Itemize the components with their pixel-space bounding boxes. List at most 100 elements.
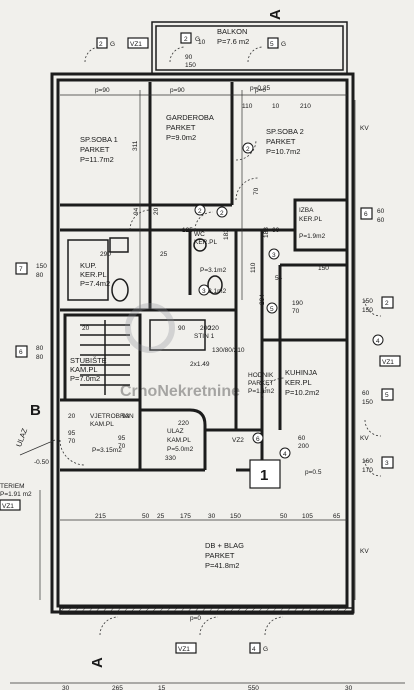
svg-text:SP.SOBA 1: SP.SOBA 1	[80, 135, 118, 144]
svg-text:A: A	[89, 657, 106, 668]
svg-text:P=7.0m2: P=7.0m2	[70, 374, 100, 383]
svg-text:5: 5	[385, 392, 389, 399]
svg-text:KAM.PL: KAM.PL	[167, 437, 191, 444]
svg-text:105: 105	[302, 513, 313, 520]
svg-text:p=0: p=0	[255, 87, 266, 94]
svg-text:80: 80	[36, 272, 44, 279]
svg-text:150: 150	[362, 307, 373, 314]
svg-text:550: 550	[248, 685, 259, 690]
svg-text:2: 2	[246, 146, 250, 153]
svg-text:20: 20	[68, 413, 76, 420]
living-dimension-chain: 215 50 25 175 30 150 50 105 65	[95, 513, 341, 520]
svg-text:150: 150	[230, 513, 241, 520]
svg-text:VZ1: VZ1	[130, 41, 142, 48]
top-dimensions: p=90 p=0 110 10 210 p=0 p=90	[95, 87, 311, 622]
svg-text:SP.SOBA 2: SP.SOBA 2	[266, 127, 304, 136]
svg-text:60: 60	[298, 435, 306, 442]
svg-text:VZ1: VZ1	[2, 503, 14, 510]
svg-text:183: 183	[263, 227, 270, 238]
svg-text:60: 60	[377, 217, 385, 224]
svg-text:1: 1	[260, 467, 268, 484]
svg-text:P=7.6 m2: P=7.6 m2	[217, 37, 249, 46]
svg-text:70: 70	[68, 438, 76, 445]
svg-text:P=41.8m2: P=41.8m2	[205, 561, 239, 570]
svg-text:P=3.15m2: P=3.15m2	[92, 447, 122, 454]
svg-text:5: 5	[270, 306, 274, 313]
svg-text:220: 220	[208, 325, 219, 332]
svg-text:150: 150	[185, 62, 196, 69]
svg-text:234: 234	[259, 294, 266, 305]
svg-text:4: 4	[252, 646, 256, 653]
svg-text:330: 330	[165, 455, 176, 462]
svg-text:KAM.PL: KAM.PL	[70, 365, 98, 374]
svg-text:290: 290	[100, 251, 111, 258]
svg-text:70: 70	[118, 443, 126, 450]
svg-text:20: 20	[82, 325, 90, 332]
svg-text:VZ2: VZ2	[232, 437, 244, 444]
svg-text:2: 2	[99, 41, 103, 48]
section-marker-b: B	[30, 402, 41, 419]
svg-text:P=10.7m2: P=10.7m2	[266, 147, 300, 156]
room-label-wardrobe: GARDEROBA PARKET P=9.0m2	[166, 113, 214, 142]
svg-text:160: 160	[362, 458, 373, 465]
svg-text:VJETROBRAN: VJETROBRAN	[90, 413, 134, 420]
door-code-markers: 2 2 3 2 3 5 4 6 4	[194, 142, 384, 459]
svg-text:50: 50	[280, 513, 288, 520]
svg-text:KUHINJA: KUHINJA	[285, 368, 317, 377]
svg-text:PARKET: PARKET	[248, 380, 274, 387]
svg-text:183: 183	[223, 229, 230, 240]
svg-text:KER.PL: KER.PL	[299, 216, 323, 223]
svg-text:20: 20	[153, 207, 160, 215]
bathroom-fixtures	[67, 237, 223, 302]
svg-text:5: 5	[270, 41, 274, 48]
svg-text:BALKON: BALKON	[217, 27, 247, 36]
balcony-label: BALKON P=7.6 m2 10 90 150 p=0.25 2 G	[180, 27, 270, 92]
svg-text:110: 110	[250, 262, 257, 273]
svg-text:p=90: p=90	[170, 87, 185, 94]
exterior-walls	[50, 21, 355, 615]
svg-text:4: 4	[376, 338, 380, 345]
room-label-bathroom: KUP. KER.PL P=7.4m2	[80, 261, 110, 288]
svg-text:60: 60	[272, 227, 280, 234]
svg-text:25: 25	[160, 251, 168, 258]
svg-text:P=10.2m2: P=10.2m2	[285, 388, 319, 397]
svg-text:90: 90	[185, 54, 193, 61]
svg-text:4: 4	[283, 451, 287, 458]
stair-treads	[80, 320, 130, 395]
svg-text:3: 3	[272, 252, 276, 259]
svg-text:CrnoNekretnine: CrnoNekretnine	[120, 383, 240, 400]
svg-text:93: 93	[122, 413, 130, 420]
svg-text:-0.50: -0.50	[34, 459, 49, 466]
svg-text:B: B	[30, 402, 41, 419]
svg-text:TERIEM: TERIEM	[0, 483, 25, 490]
svg-text:KER.PL: KER.PL	[80, 270, 107, 279]
svg-text:70: 70	[292, 308, 300, 315]
svg-text:150: 150	[36, 263, 47, 270]
svg-text:P=3.1m2: P=3.1m2	[200, 267, 227, 274]
svg-text:P=3.1m2: P=3.1m2	[200, 288, 227, 295]
svg-text:150: 150	[318, 265, 329, 272]
svg-text:50: 50	[142, 513, 150, 520]
svg-text:6: 6	[364, 211, 368, 218]
svg-text:10: 10	[272, 103, 280, 110]
svg-text:2: 2	[220, 210, 224, 217]
svg-text:GARDEROBA: GARDEROBA	[166, 113, 214, 122]
svg-text:311: 311	[132, 140, 139, 151]
svg-text:p=0.5: p=0.5	[305, 469, 322, 476]
section-marker-a: A A	[89, 9, 284, 668]
svg-text:G: G	[281, 41, 286, 48]
svg-text:A: A	[267, 9, 284, 20]
watermark: CrnoNekretnine	[120, 303, 240, 400]
svg-text:30: 30	[345, 685, 353, 690]
svg-text:25: 25	[157, 513, 165, 520]
room-label-kitchen: KUHINJA KER.PL P=10.2m2	[285, 368, 319, 397]
svg-text:P=1.91 m2: P=1.91 m2	[0, 491, 32, 498]
svg-text:KV: KV	[360, 548, 369, 555]
svg-text:6: 6	[19, 349, 23, 356]
svg-text:p=0.25: p=0.25	[250, 85, 270, 92]
svg-text:PARKET: PARKET	[80, 145, 110, 154]
svg-text:KER.PL: KER.PL	[194, 239, 218, 246]
svg-text:ULAZ: ULAZ	[167, 428, 184, 435]
svg-text:6: 6	[256, 436, 260, 443]
